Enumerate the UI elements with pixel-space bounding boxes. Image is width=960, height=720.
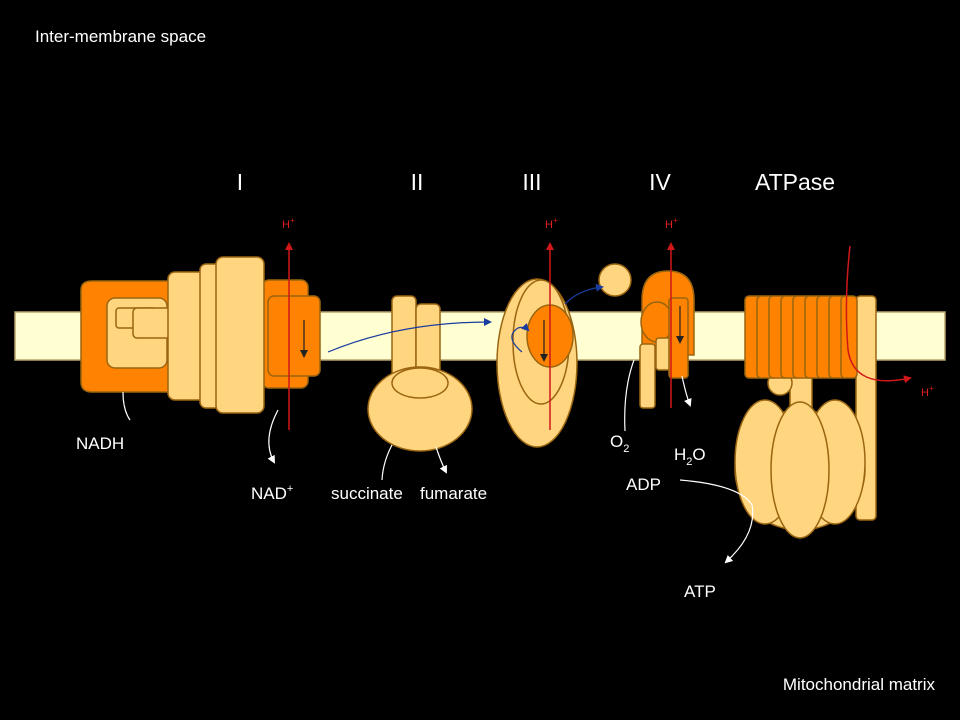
proton-label-complex-4: H+ [665, 216, 678, 231]
nadh-label: NADH [76, 434, 124, 453]
inter-membrane-space-label: Inter-membrane space [35, 27, 206, 46]
proton-label-complex-1: H+ [282, 216, 295, 231]
atp-label: ATP [684, 582, 716, 601]
proton-label-complex-3: H+ [545, 216, 558, 231]
complex-3-heading: III [522, 169, 541, 195]
nad-plus-label: NAD+ [251, 483, 293, 503]
complex-1 [80, 256, 321, 414]
atpase-heading: ATPase [755, 169, 835, 195]
water-label: H2O [674, 445, 706, 468]
complex-4-heading: IV [649, 169, 671, 195]
electron-transfer-arrows [327, 283, 604, 353]
proton-pumping-arrows [285, 242, 912, 430]
succinate-label: succinate [331, 484, 403, 503]
adp-label: ADP [626, 475, 661, 494]
fumarate-label: fumarate [420, 484, 487, 503]
mitochondrial-matrix-label: Mitochondrial matrix [783, 675, 936, 694]
atp-synthase [734, 295, 877, 539]
complex-3 [496, 263, 632, 448]
reaction-arrows [122, 359, 754, 564]
complex-4 [639, 270, 695, 409]
complex-2 [367, 295, 473, 452]
cytochrome-c [598, 263, 632, 297]
oxygen-label: O2 [610, 432, 629, 455]
complex-2-heading: II [411, 169, 424, 195]
proton-label-atpase: H+ [921, 384, 934, 399]
internal-arrows [300, 306, 684, 362]
complex-1-heading: I [237, 169, 243, 195]
